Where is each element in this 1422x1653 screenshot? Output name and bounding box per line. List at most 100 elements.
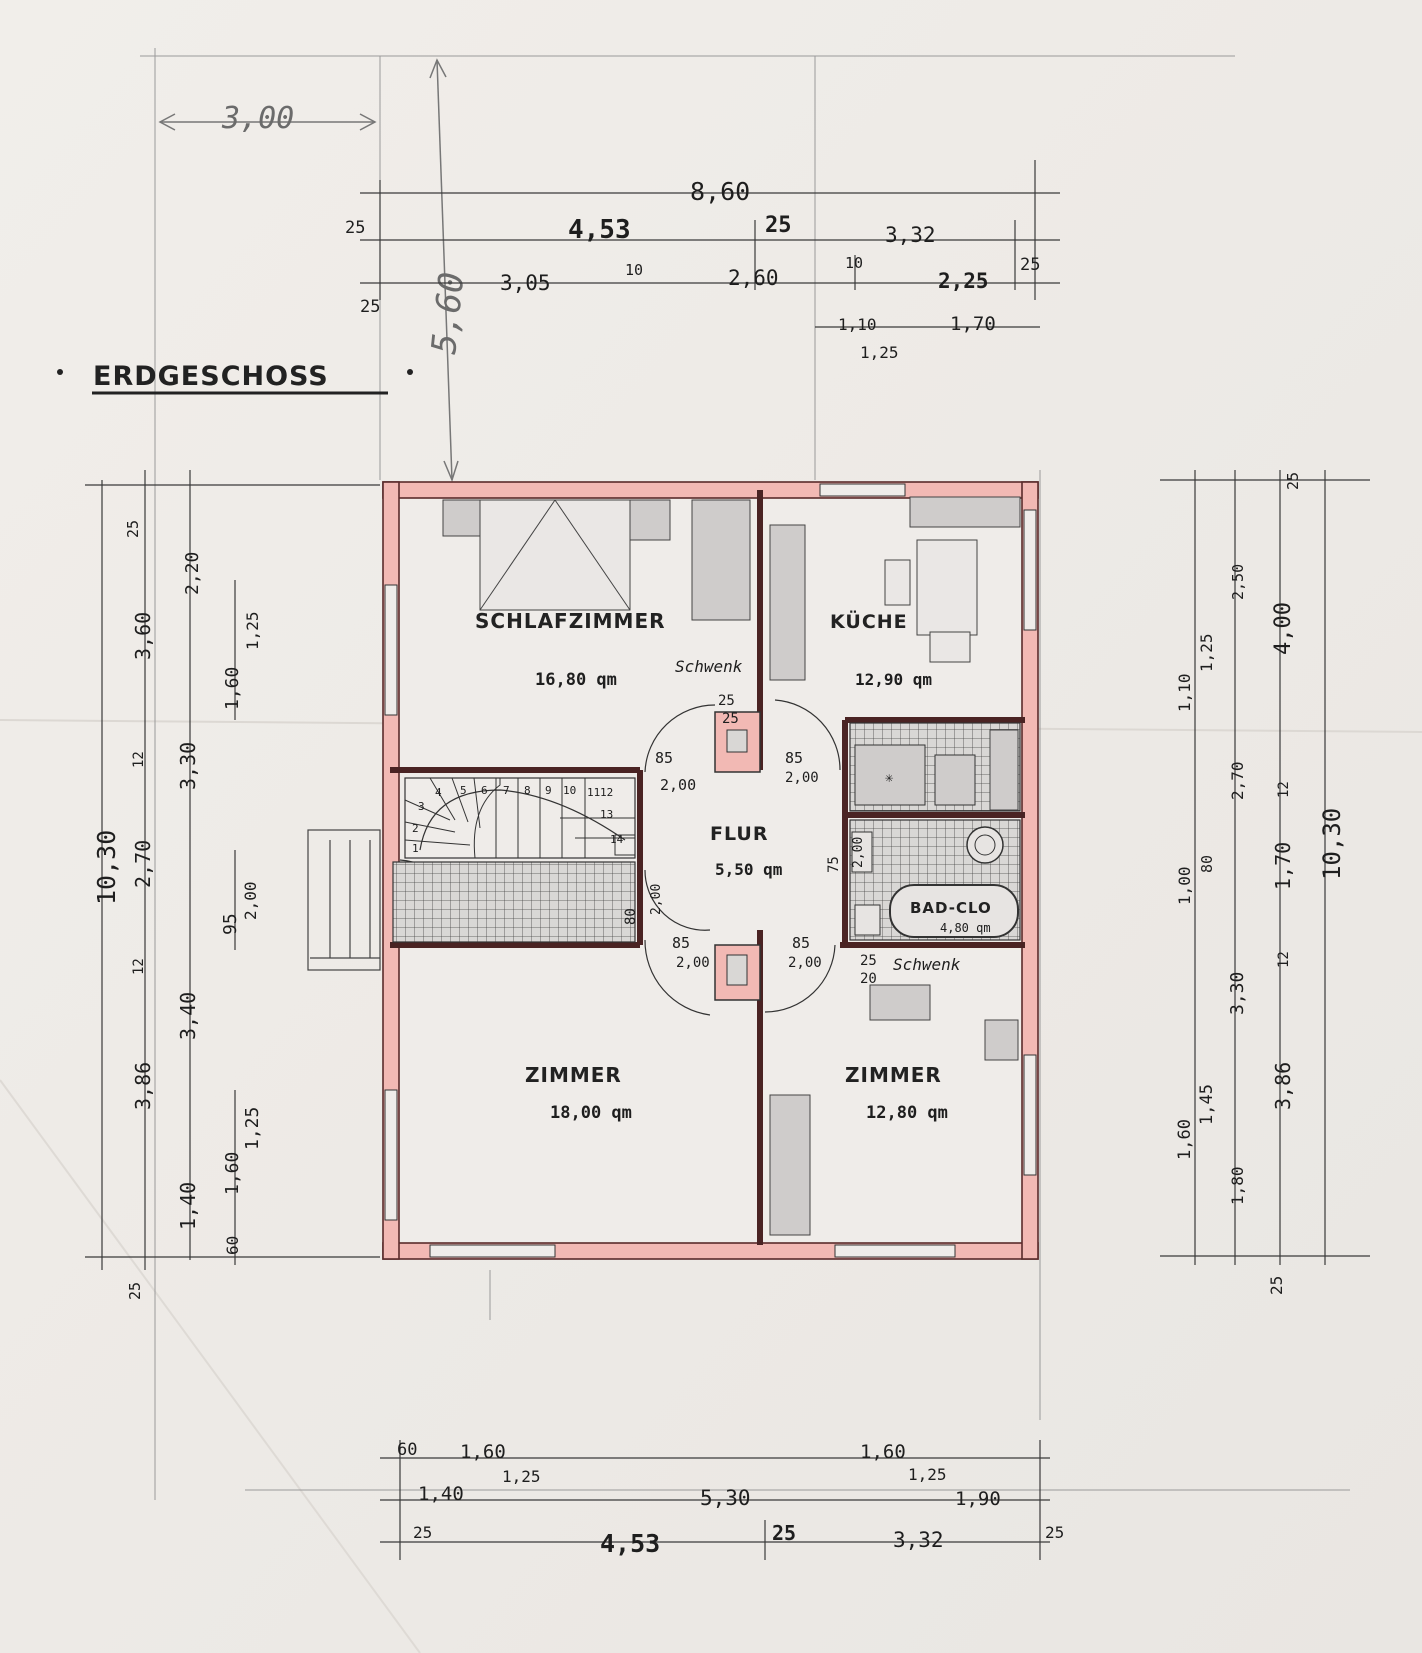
window-right-upper	[1023, 509, 1037, 631]
dim-right-12a: 12	[1276, 781, 1292, 798]
dim-top-125: 1,25	[860, 343, 899, 362]
svg-text:25: 25	[718, 693, 735, 709]
svg-text:2,00: 2,00	[660, 776, 696, 794]
dim-bot-160a: 1,60	[460, 1441, 506, 1463]
window-left-lower	[384, 1089, 398, 1221]
dim-right-400: 4,00	[1271, 602, 1296, 655]
dim-left-total: 10,30	[92, 830, 121, 905]
room-kueche-name: KÜCHE	[830, 609, 908, 633]
stair-step-14: 14	[610, 833, 624, 846]
dim-bot-453: 4,53	[600, 1529, 660, 1558]
dim-bot-125b: 1,25	[908, 1465, 947, 1484]
dimensions-left: 10,30 25 3,60 12 3,30 2,70 12 3,86 3,40 …	[85, 470, 380, 1300]
stair-step-9: 9	[545, 784, 552, 797]
svg-text:85: 85	[792, 934, 810, 952]
svg-text:20: 20	[860, 971, 877, 987]
dim-left-125b: 1,25	[242, 1107, 263, 1150]
room-zimmer1-area: 18,00 qm	[550, 1103, 632, 1123]
dim-right-180: 1,80	[1228, 1166, 1247, 1205]
dim-right-250: 2,50	[1229, 564, 1247, 600]
room-kueche-area: 12,90 qm	[855, 670, 932, 689]
dim-left-60: 60	[223, 1236, 242, 1255]
dim-left-95: 95	[220, 913, 241, 935]
stair-step-13: 13	[600, 808, 613, 821]
stair-step-12: 12	[600, 786, 613, 799]
dim-left-220: 2,20	[182, 552, 203, 595]
room-bad-name: BAD-CLO	[910, 899, 992, 917]
dim-right-total: 10,30	[1318, 808, 1346, 880]
svg-text:80: 80	[623, 908, 639, 925]
dim-bot-160b: 1,60	[860, 1441, 906, 1463]
svg-text:2,00: 2,00	[785, 770, 819, 786]
room-schlafzimmer-area: 16,80 qm	[535, 670, 617, 690]
dim-bot-125a: 1,25	[502, 1467, 541, 1486]
dim-bot-530: 5,30	[700, 1486, 751, 1510]
dim-left-25b: 25	[126, 1282, 144, 1300]
svg-text:85: 85	[655, 749, 673, 767]
svg-text:25: 25	[860, 953, 877, 969]
fixtures: ✳	[851, 744, 1019, 938]
dimensions-bottom: 60 1,60 1,25 1,40 5,30 1,60 1,25 1,90 25…	[380, 1440, 1064, 1560]
dim-right-270: 2,70	[1228, 761, 1247, 800]
dim-bot-332: 3,32	[893, 1528, 944, 1552]
dimensions-top: 8,60 25 4,53 25 3,32 25 25 3,05 10 2,60 …	[345, 160, 1060, 362]
stair-step-10: 10	[563, 784, 576, 797]
room-labels: SCHLAFZIMMER 16,80 qm Schwenk KÜCHE 12,9…	[475, 609, 992, 1123]
plan-title-text: ERDGESCHOSS	[93, 361, 329, 392]
paper-crease	[0, 1079, 421, 1653]
dim-right-170: 1,70	[1271, 842, 1295, 890]
stair-step-3: 3	[418, 800, 425, 813]
svg-text:2,00: 2,00	[788, 955, 822, 971]
svg-text:85: 85	[672, 934, 690, 952]
dim-top-305: 3,05	[500, 271, 551, 295]
building: 1 2 3 4 5 6 7 8 9 10 11 12 13 14 ✳	[307, 481, 1039, 1260]
dim-top-25a: 25	[345, 218, 365, 238]
dim-right-330: 3,30	[1227, 972, 1248, 1015]
dim-left-25a: 25	[124, 520, 142, 538]
dim-right-80: 80	[1198, 855, 1216, 873]
dim-bot-190: 1,90	[955, 1488, 1001, 1510]
hall-tiles	[392, 861, 636, 943]
staircase: 1 2 3 4 5 6 7 8 9 10 11 12 13 14	[404, 777, 636, 859]
dim-top-25b: 25	[765, 213, 792, 238]
stair-step-2: 2	[412, 822, 419, 835]
room-schlafzimmer-name: SCHLAFZIMMER	[475, 609, 666, 633]
dim-top-332: 3,32	[885, 223, 936, 247]
dim-top-170: 1,70	[950, 313, 996, 335]
dim-left-12a: 12	[131, 751, 147, 768]
pencil-annotations: 3,00 5,60	[158, 58, 473, 483]
dim-left-360: 3,60	[131, 612, 155, 660]
svg-text:25: 25	[722, 711, 739, 727]
dim-left-12b: 12	[131, 958, 147, 975]
dim-right-100: 1,00	[1175, 866, 1194, 905]
room-flur-name: FLUR	[710, 823, 768, 845]
entrance-steps	[307, 829, 381, 971]
dim-top-10a: 10	[625, 261, 643, 279]
label-schwenk-bottom: Schwenk	[893, 955, 961, 974]
dim-top-225: 2,25	[938, 269, 989, 293]
dim-bot-140: 1,40	[418, 1483, 464, 1505]
label-schwenk-top: Schwenk	[675, 657, 743, 676]
svg-text:75: 75	[826, 856, 842, 873]
dim-bot-25c: 25	[1045, 1523, 1064, 1542]
stair-step-4: 4	[435, 786, 442, 799]
dim-top-110: 1,10	[838, 315, 877, 334]
room-zimmer2-name: ZIMMER	[845, 1063, 942, 1087]
dim-right-110: 1,10	[1175, 673, 1194, 712]
window-top	[819, 483, 906, 497]
dim-left-330: 3,30	[176, 742, 200, 790]
window-bottom-left	[429, 1244, 556, 1258]
room-zimmer1-name: ZIMMER	[525, 1063, 622, 1087]
dim-left-270: 2,70	[131, 840, 155, 888]
room-zimmer2-area: 12,80 qm	[866, 1103, 948, 1123]
dim-right-12b: 12	[1276, 951, 1292, 968]
svg-text:2,00: 2,00	[649, 884, 664, 915]
stair-step-1: 1	[412, 842, 419, 855]
dim-top-25c: 25	[1020, 255, 1040, 275]
dim-top-10b: 10	[845, 254, 863, 272]
dim-left-200: 2,00	[241, 881, 260, 920]
stair-step-11: 11	[587, 786, 600, 799]
svg-text:85: 85	[785, 749, 803, 767]
window-right-lower	[1023, 1054, 1037, 1176]
